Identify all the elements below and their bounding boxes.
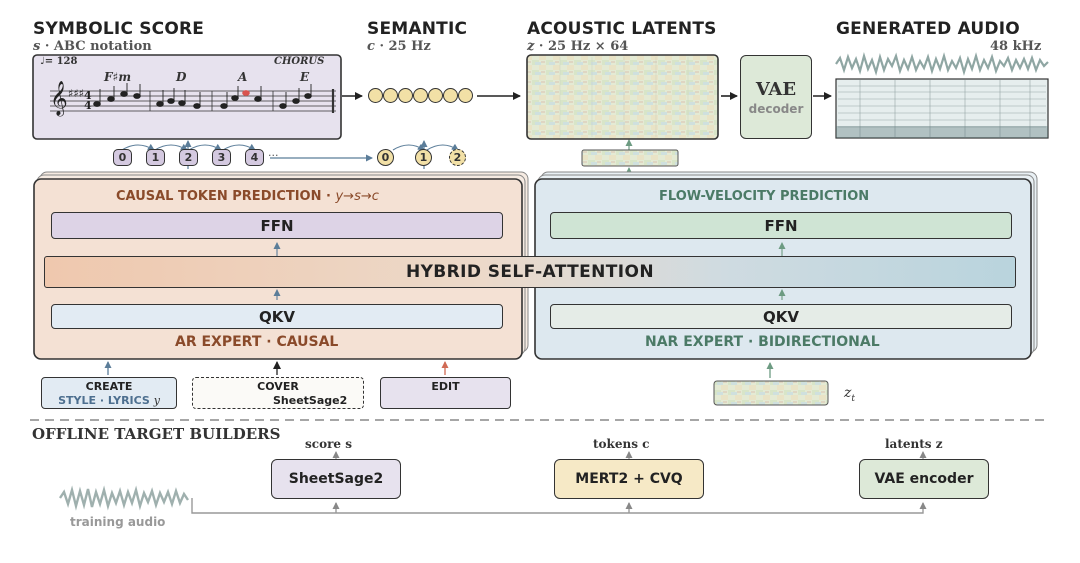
ar-tokens-more: ··· bbox=[268, 149, 279, 162]
create-task-sub: STYLE · LYRICS y bbox=[42, 395, 176, 406]
ar-token-4: 4 bbox=[245, 149, 264, 166]
ar-expert-footer: AR EXPERT · CAUSAL bbox=[175, 334, 339, 350]
acoustic-var: z bbox=[527, 39, 535, 54]
zt-subscript: t bbox=[851, 393, 856, 404]
score-tempo: ♩= 128 bbox=[40, 56, 78, 67]
score-chord-2: D bbox=[176, 70, 187, 84]
ar-token-1: 1 bbox=[146, 149, 165, 166]
semantic-sub-text: · 25 Hz bbox=[379, 39, 431, 54]
score-chord-3: A bbox=[238, 70, 248, 84]
ar-token-0: 0 bbox=[113, 149, 132, 166]
nar-ffn-block: FFN bbox=[550, 212, 1012, 239]
offline-score-label: score s bbox=[305, 437, 352, 451]
ar-heading-formula: y→s→c bbox=[335, 189, 379, 204]
cover-task-sub: SheetSage2 bbox=[273, 394, 348, 407]
acoustic-latents-box bbox=[526, 54, 719, 140]
spectrogram bbox=[835, 78, 1049, 139]
zt-label: zt bbox=[844, 386, 855, 404]
symbolic-sub-text: · ABC notation bbox=[44, 39, 152, 54]
vae-decoder-sub: decoder bbox=[748, 101, 804, 116]
create-sub-text: STYLE · LYRICS bbox=[58, 394, 150, 407]
score-box bbox=[32, 54, 342, 140]
sem-token-2: 2 bbox=[449, 149, 466, 166]
sheetsage-builder-box: SheetSage2 bbox=[271, 459, 401, 499]
sem-token-0: 0 bbox=[377, 149, 394, 166]
nar-qkv-block: QKV bbox=[550, 304, 1012, 329]
offline-latents-label: latents z bbox=[885, 437, 943, 451]
offline-tokens-label: tokens c bbox=[593, 437, 650, 451]
vae-decoder-title: VAE bbox=[755, 78, 797, 100]
generated-audio-title: GENERATED AUDIO bbox=[836, 19, 1020, 39]
zt-var: z bbox=[844, 385, 852, 401]
semantic-subtitle: c · 25 Hz bbox=[367, 40, 431, 53]
nar-expert-footer: NAR EXPERT · BIDIRECTIONAL bbox=[645, 334, 880, 350]
ar-qkv-block: QKV bbox=[51, 304, 503, 329]
symbolic-score-title: SYMBOLIC SCORE bbox=[33, 19, 205, 39]
training-waveform bbox=[59, 485, 189, 511]
time-sig-bottom: 4 bbox=[84, 99, 92, 112]
treble-clef-icon: 𝄞 bbox=[50, 81, 68, 116]
nar-expert-heading: FLOW-VELOCITY PREDICTION bbox=[659, 189, 870, 204]
score-chord-1: F♯m bbox=[104, 70, 132, 84]
acoustic-latents-title: ACOUSTIC LATENTS bbox=[527, 19, 717, 39]
acoustic-sub-text: · 25 Hz × 64 bbox=[538, 39, 629, 54]
ar-token-2: 2 bbox=[179, 149, 198, 166]
acoustic-latents-subtitle: z · 25 Hz × 64 bbox=[527, 40, 628, 53]
create-var: y bbox=[153, 394, 160, 407]
vae-encoder-builder-box: VAE encoder bbox=[859, 459, 989, 499]
vae-decoder-box: VAE decoder bbox=[740, 55, 812, 139]
mert-cvq-builder-box: MERT2 + CVQ bbox=[554, 459, 704, 499]
ar-expert-heading: CAUSAL TOKEN PREDICTION · y→s→c bbox=[116, 190, 379, 203]
score-chord-4: E bbox=[300, 70, 310, 84]
symbolic-var: s bbox=[33, 39, 41, 54]
create-task-title: CREATE bbox=[85, 380, 133, 393]
semantic-var: c bbox=[367, 39, 375, 54]
latent-strip-top bbox=[581, 149, 679, 167]
time-sig-top: 4 bbox=[84, 89, 92, 102]
edit-task-box[interactable]: EDIT bbox=[380, 377, 511, 409]
ar-ffn-block: FFN bbox=[51, 212, 503, 239]
ar-heading-label: CAUSAL TOKEN PREDICTION · bbox=[116, 189, 336, 204]
semantic-title: SEMANTIC bbox=[367, 19, 468, 39]
noisy-latent-box bbox=[713, 380, 829, 406]
score-section: CHORUS bbox=[274, 56, 325, 67]
sem-token-1: 1 bbox=[415, 149, 432, 166]
create-task-box[interactable]: CREATE STYLE · LYRICS y bbox=[41, 377, 177, 409]
generated-waveform bbox=[835, 52, 1049, 76]
generated-audio-rate: 48 kHz bbox=[990, 39, 1042, 54]
cover-task-title: COVER bbox=[257, 380, 299, 393]
semantic-token-row bbox=[368, 88, 478, 104]
cover-task-box[interactable]: COVER SheetSage2 bbox=[192, 377, 364, 409]
ar-token-3: 3 bbox=[212, 149, 231, 166]
offline-section-title: OFFLINE TARGET BUILDERS bbox=[32, 425, 281, 443]
key-signature-icon: ♯♯♯ bbox=[68, 87, 84, 100]
edit-task-title: EDIT bbox=[431, 380, 460, 393]
training-audio-label: training audio bbox=[70, 515, 166, 529]
score-notes bbox=[93, 83, 312, 109]
symbolic-score-subtitle: s · ABC notation bbox=[33, 40, 152, 53]
hybrid-self-attention-band: HYBRID SELF-ATTENTION bbox=[44, 256, 1016, 288]
